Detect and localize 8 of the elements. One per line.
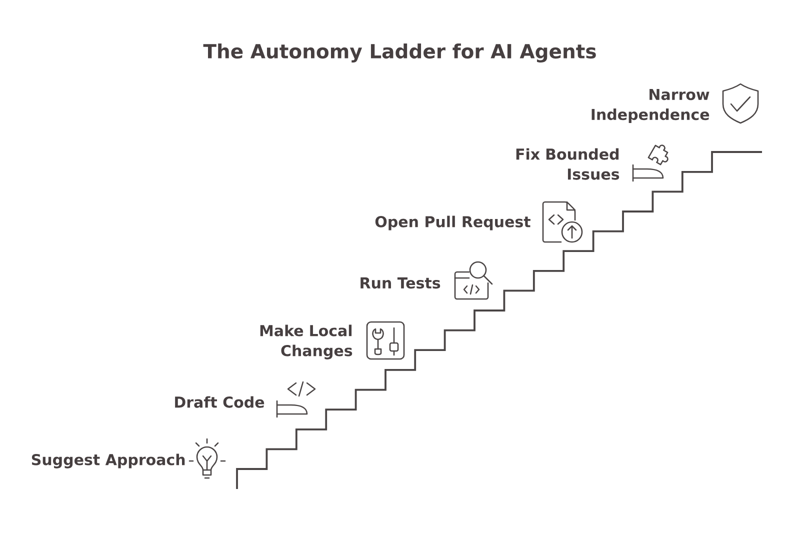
step-label: Open Pull Request: [375, 216, 530, 230]
step-label: Draft Code: [175, 396, 264, 408]
step-label: Suggest Approach: [32, 454, 185, 468]
step-label: Run Tests: [360, 277, 440, 289]
title: The Autonomy Ladder for AI Agents: [203, 44, 596, 62]
step-label: Make Local Changes: [260, 324, 352, 360]
step-label: Narrow Independence: [592, 88, 710, 124]
step-label: Fix Bounded Issues: [516, 148, 620, 180]
